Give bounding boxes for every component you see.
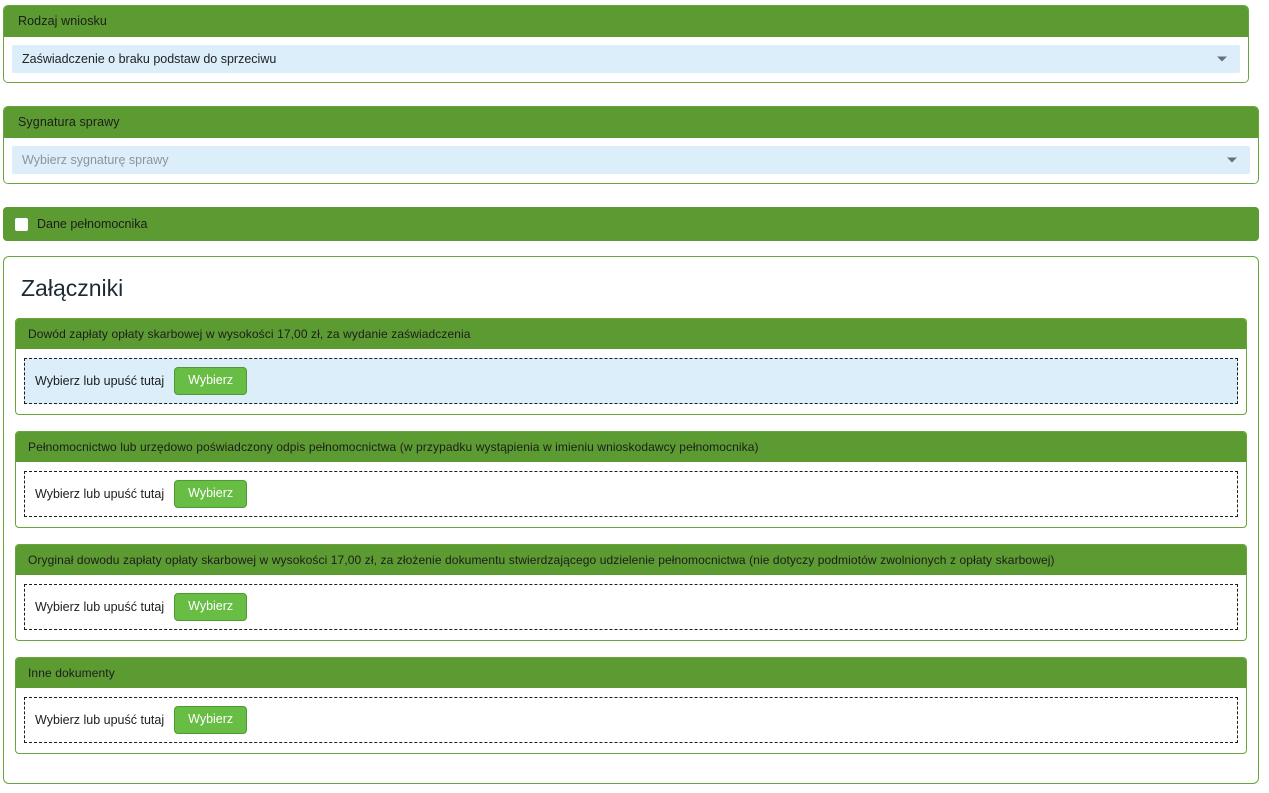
choose-file-button[interactable]: Wybierz (174, 593, 248, 621)
attachment-body: Wybierz lub upuść tutaj Wybierz (16, 575, 1246, 640)
attachment-section: Pełnomocnictwo lub urzędowo poświadczony… (15, 431, 1247, 528)
attachment-header: Oryginał dowodu zapłaty opłaty skarbowej… (16, 545, 1246, 575)
case-signature-value: Wybierz sygnaturę sprawy (22, 152, 169, 167)
dropzone-label: Wybierz lub upuść tutaj (35, 600, 165, 614)
request-type-header: Rodzaj wniosku (4, 6, 1248, 37)
proxy-data-checkbox[interactable] (15, 217, 28, 231)
request-type-card: Rodzaj wniosku Zaświadczenie o braku pod… (3, 5, 1249, 83)
request-type-body: Zaświadczenie o braku podstaw do sprzeci… (4, 36, 1248, 82)
choose-file-button[interactable]: Wybierz (174, 706, 248, 734)
attachments-card: Załączniki Dowód zapłaty opłaty skarbowe… (3, 256, 1259, 784)
choose-file-button[interactable]: Wybierz (174, 367, 248, 395)
attachment-body: Wybierz lub upuść tutaj Wybierz (16, 462, 1246, 527)
chevron-down-icon (1227, 157, 1237, 162)
case-signature-select[interactable]: Wybierz sygnaturę sprawy (12, 145, 1250, 174)
request-type-value: Zaświadczenie o braku podstaw do sprzeci… (22, 51, 277, 66)
attachments-title: Załączniki (21, 275, 124, 301)
case-signature-header: Sygnatura sprawy (4, 107, 1258, 138)
attachment-header: Inne dokumenty (16, 658, 1246, 688)
request-type-select[interactable]: Zaświadczenie o braku podstaw do sprzeci… (12, 44, 1240, 73)
attachment-header: Pełnomocnictwo lub urzędowo poświadczony… (16, 432, 1246, 462)
file-dropzone[interactable]: Wybierz lub upuść tutaj Wybierz (24, 584, 1238, 630)
attachment-body: Wybierz lub upuść tutaj Wybierz (16, 688, 1246, 753)
attachment-body: Wybierz lub upuść tutaj Wybierz (16, 349, 1246, 414)
case-signature-body: Wybierz sygnaturę sprawy (4, 137, 1258, 183)
case-signature-card: Sygnatura sprawy Wybierz sygnaturę spraw… (3, 106, 1259, 184)
file-dropzone[interactable]: Wybierz lub upuść tutaj Wybierz (24, 471, 1238, 517)
attachment-list: Dowód zapłaty opłaty skarbowej w wysokoś… (15, 318, 1247, 754)
file-dropzone[interactable]: Wybierz lub upuść tutaj Wybierz (24, 358, 1238, 404)
proxy-data-toggle-bar[interactable]: Dane pełnomocnika (3, 207, 1259, 241)
proxy-data-label: Dane pełnomocnika (37, 217, 148, 231)
file-dropzone[interactable]: Wybierz lub upuść tutaj Wybierz (24, 697, 1238, 743)
dropzone-label: Wybierz lub upuść tutaj (35, 487, 165, 501)
attachment-header: Dowód zapłaty opłaty skarbowej w wysokoś… (16, 319, 1246, 349)
attachment-section: Oryginał dowodu zapłaty opłaty skarbowej… (15, 544, 1247, 641)
dropzone-label: Wybierz lub upuść tutaj (35, 374, 165, 388)
chevron-down-icon (1217, 56, 1227, 61)
choose-file-button[interactable]: Wybierz (174, 480, 248, 508)
dropzone-label: Wybierz lub upuść tutaj (35, 713, 165, 727)
attachment-section: Dowód zapłaty opłaty skarbowej w wysokoś… (15, 318, 1247, 415)
